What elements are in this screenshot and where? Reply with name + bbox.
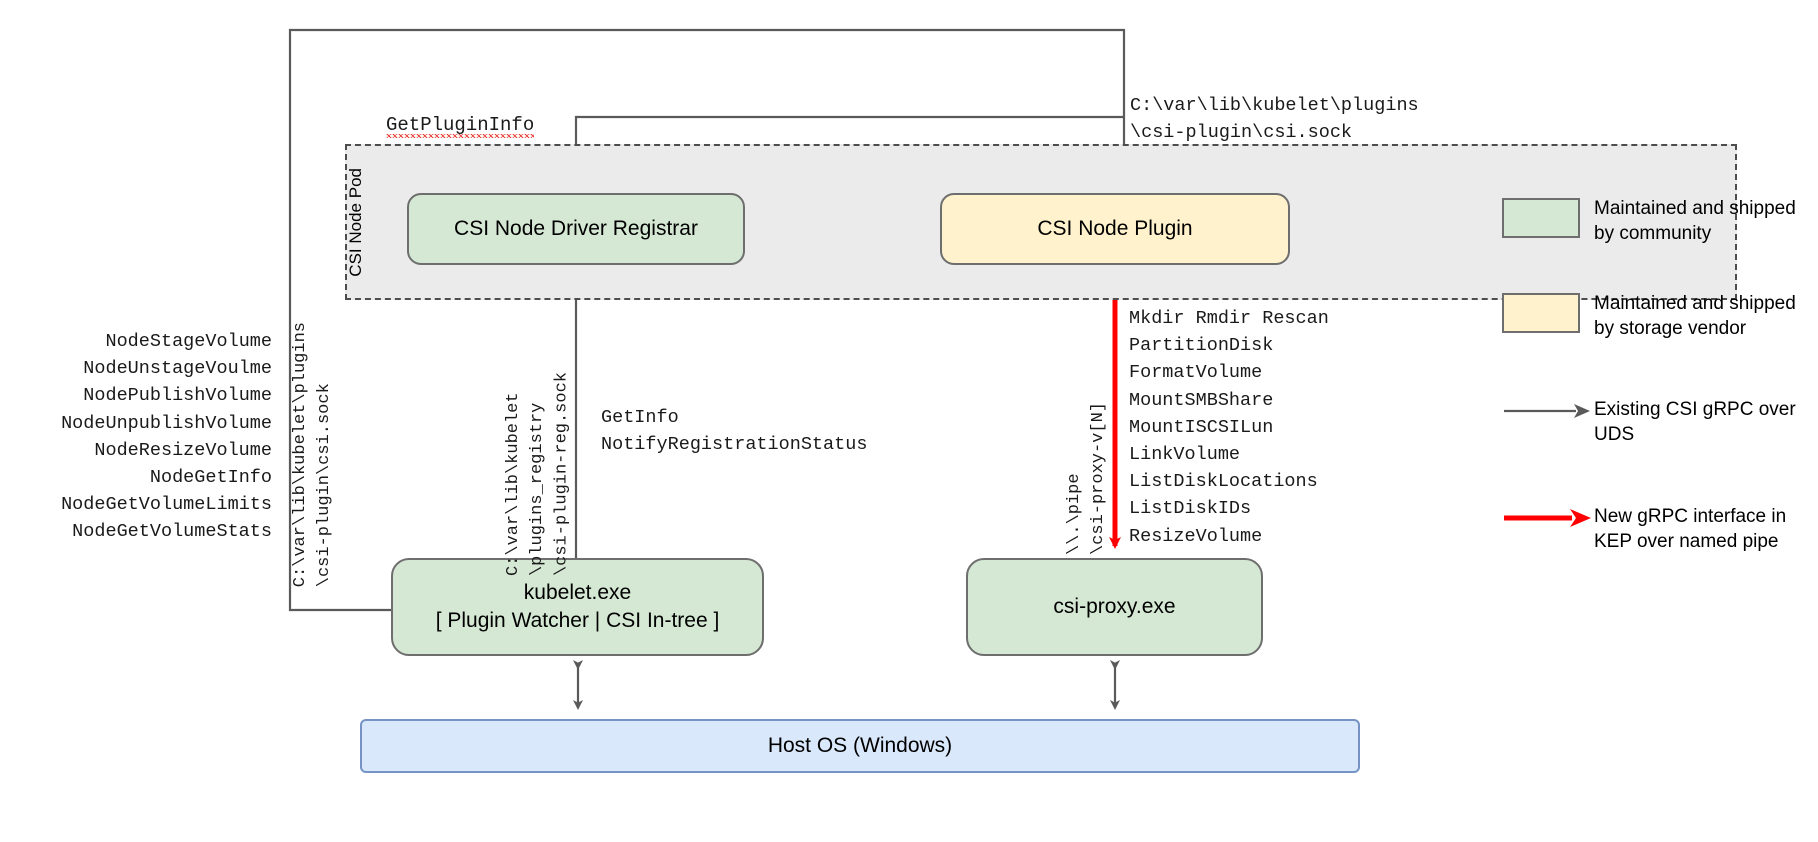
legend-item-existing-grpc: Existing CSI gRPC over UDS: [1502, 397, 1802, 448]
node-csi-node-driver-registrar[interactable]: CSI Node Driver Registrar: [407, 193, 745, 265]
kubelet-subtitle: [ Plugin Watcher | CSI In-tree ]: [435, 609, 720, 632]
node-label: csi-proxy.exe: [1053, 595, 1176, 619]
label-get-plugin-info: GetPluginInfo: [386, 114, 535, 136]
node-csi-node-plugin[interactable]: CSI Node Plugin: [940, 193, 1290, 265]
label-plugin-socket-path: C:\var\lib\kubelet\plugins \csi-plugin\c…: [1130, 95, 1419, 144]
node-host-os[interactable]: Host OS (Windows): [360, 719, 1360, 773]
green-swatch-icon: [1502, 198, 1580, 238]
legend-item-community: Maintained and shipped by community: [1502, 196, 1802, 247]
node-label: CSI Node Driver Registrar: [454, 217, 698, 241]
legend-label: Maintained and shipped by storage vendor: [1594, 292, 1796, 339]
node-label-wrapper: kubelet.exe [ Plugin Watcher | CSI In-tr…: [436, 579, 720, 634]
label-named-pipe-path: \\.\pipe \csi-proxy-v[N]: [1065, 402, 1109, 556]
csi-node-pod-label: CSI Node Pod: [346, 168, 365, 277]
node-label: CSI Node Plugin: [1037, 217, 1193, 241]
node-label: Host OS (Windows): [767, 734, 953, 758]
legend: Maintained and shipped by community Main…: [1502, 196, 1802, 598]
legend-key: [1502, 397, 1594, 423]
legend-item-vendor: Maintained and shipped by storage vendor: [1502, 291, 1802, 342]
legend-key: [1502, 291, 1594, 333]
legend-key: [1502, 196, 1594, 238]
label-registration-calls: GetInfo NotifyRegistrationStatus: [601, 407, 868, 456]
list-csi-proxy-calls: Mkdir Rmdir Rescan PartitionDisk FormatV…: [1129, 308, 1329, 547]
legend-item-new-grpc: New gRPC interface in KEP over named pip…: [1502, 504, 1802, 555]
legend-label: Maintained and shipped by community: [1594, 198, 1796, 245]
node-csi-proxy-exe[interactable]: csi-proxy.exe: [966, 558, 1263, 656]
list-node-service-calls: NodeStageVolume NodeUnstageVoulme NodePu…: [61, 331, 272, 543]
gray-arrow-icon: [1504, 404, 1590, 419]
node-kubelet-exe[interactable]: kubelet.exe [ Plugin Watcher | CSI In-tr…: [391, 558, 764, 656]
cream-swatch-icon: [1502, 292, 1580, 333]
legend-key: [1502, 504, 1594, 530]
kubelet-title: kubelet.exe: [523, 581, 632, 605]
label-kubelet-csi-socket-path: C:\var\lib\kubelet\plugins \csi-plugin\c…: [291, 322, 335, 588]
red-arrow-icon: [1504, 508, 1591, 527]
label-plugins-registry-socket-path: C:\var\lib\kubelet \plugins_registry \cs…: [504, 372, 572, 577]
get-plugin-info-text: GetPluginInfo: [386, 114, 535, 136]
legend-label: New gRPC interface in KEP over named pip…: [1594, 505, 1787, 552]
legend-label: Existing CSI gRPC over UDS: [1594, 399, 1796, 446]
